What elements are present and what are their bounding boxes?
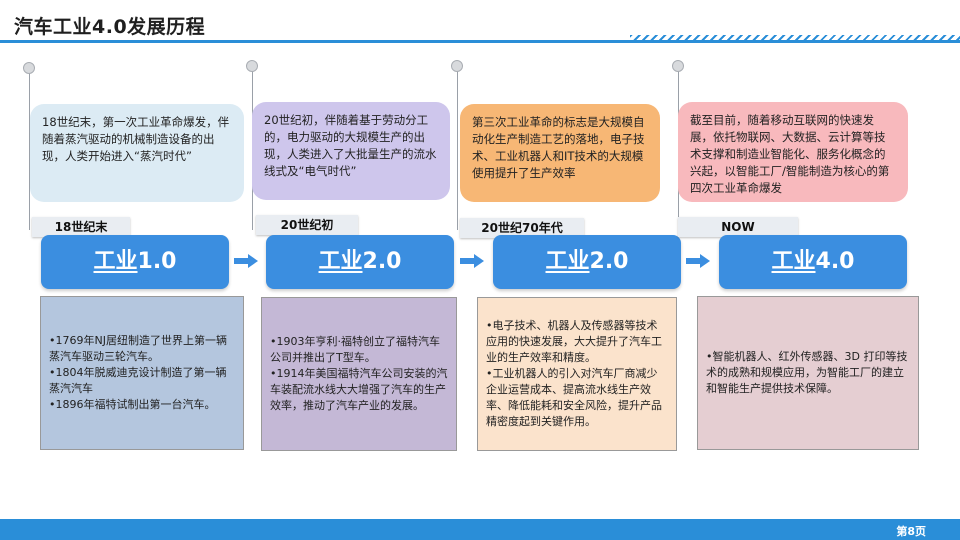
pin-head [672,60,684,72]
pin-head [23,62,35,74]
detail-item: •智能机器人、红外传感器、3D 打印等技术的成熟和规模应用，为智能工厂的建立和智… [706,350,908,395]
era-description-bubble: 18世纪末，第一次工业革命爆发，伴随着蒸汽驱动的机械制造设备的出现，人类开始进入… [30,104,244,202]
stage-box: 工业2.0 [493,235,681,289]
stage-version: 2.0 [589,249,629,274]
era-description-bubble: 20世纪初，伴随着基于劳动分工的，电力驱动的大规模生产的出现，人类进入了大批量生… [252,102,450,200]
detail-item: •1914年美国福特汽车公司安装的汽车装配流水线大大增强了汽车的生产效率，推动了… [270,367,448,412]
pin-head [246,60,258,72]
arrow-right-icon [686,254,710,268]
arrow-right-icon [460,254,484,268]
stage-box: 工业1.0 [41,235,229,289]
pin-line [29,68,30,230]
stage-version: 2.0 [362,249,402,274]
footer-bar [0,519,960,540]
detail-item: •工业机器人的引入对汽车厂商减少企业运营成本、提高流水线生产效率、降低能耗和安全… [486,367,662,428]
pin-head [451,60,463,72]
detail-card: •智能机器人、红外传感器、3D 打印等技术的成熟和规模应用，为智能工厂的建立和智… [697,296,919,450]
stage-box: 工业2.0 [266,235,454,289]
era-tag: 18世纪末 [32,217,130,237]
era-description-bubble: 截至目前，随着移动互联网的快速发展，依托物联网、大数据、云计算等技术支撑和制造业… [678,102,908,202]
stage-version: 1.0 [137,249,177,274]
detail-card: •1769年NJ居纽制造了世界上第一辆蒸汽车驱动三轮汽车。 •1804年脱威迪克… [40,296,244,450]
stage-version: 4.0 [815,249,855,274]
arrow-right-icon [234,254,258,268]
detail-item: •1804年脱威迪克设计制造了第一辆蒸汽汽车 [49,366,227,395]
title-underline [0,40,960,43]
stage-prefix: 工业 [771,249,816,274]
era-tag: 20世纪70年代 [460,218,584,238]
detail-card: •1903年亨利·福特创立了福特汽车公司并推出了T型车。 •1914年美国福特汽… [261,297,457,451]
pin-line [457,70,458,230]
detail-item: •1769年NJ居纽制造了世界上第一辆蒸汽车驱动三轮汽车。 [49,334,227,363]
page-number: 第8页 [896,525,926,538]
page-title: 汽车工业4.0发展历程 [14,16,206,38]
detail-item: •电子技术、机器人及传感器等技术应用的快速发展，大大提升了汽车工业的生产效率和精… [486,319,662,364]
era-tag: 20世纪初 [256,215,358,235]
stage-box: 工业4.0 [719,235,907,289]
stage-prefix: 工业 [93,249,138,274]
detail-card: •电子技术、机器人及传感器等技术应用的快速发展，大大提升了汽车工业的生产效率和精… [477,297,677,451]
detail-item: •1896年福特试制出第一台汽车。 [49,398,216,411]
detail-item: •1903年亨利·福特创立了福特汽车公司并推出了T型车。 [270,335,440,364]
title-hatch-decoration [630,35,960,43]
stage-prefix: 工业 [545,249,590,274]
stage-prefix: 工业 [318,249,363,274]
era-tag: NOW [678,217,798,237]
era-description-bubble: 第三次工业革命的标志是大规模自动化生产制造工艺的落地，电子技术、工业机器人和IT… [460,104,660,202]
